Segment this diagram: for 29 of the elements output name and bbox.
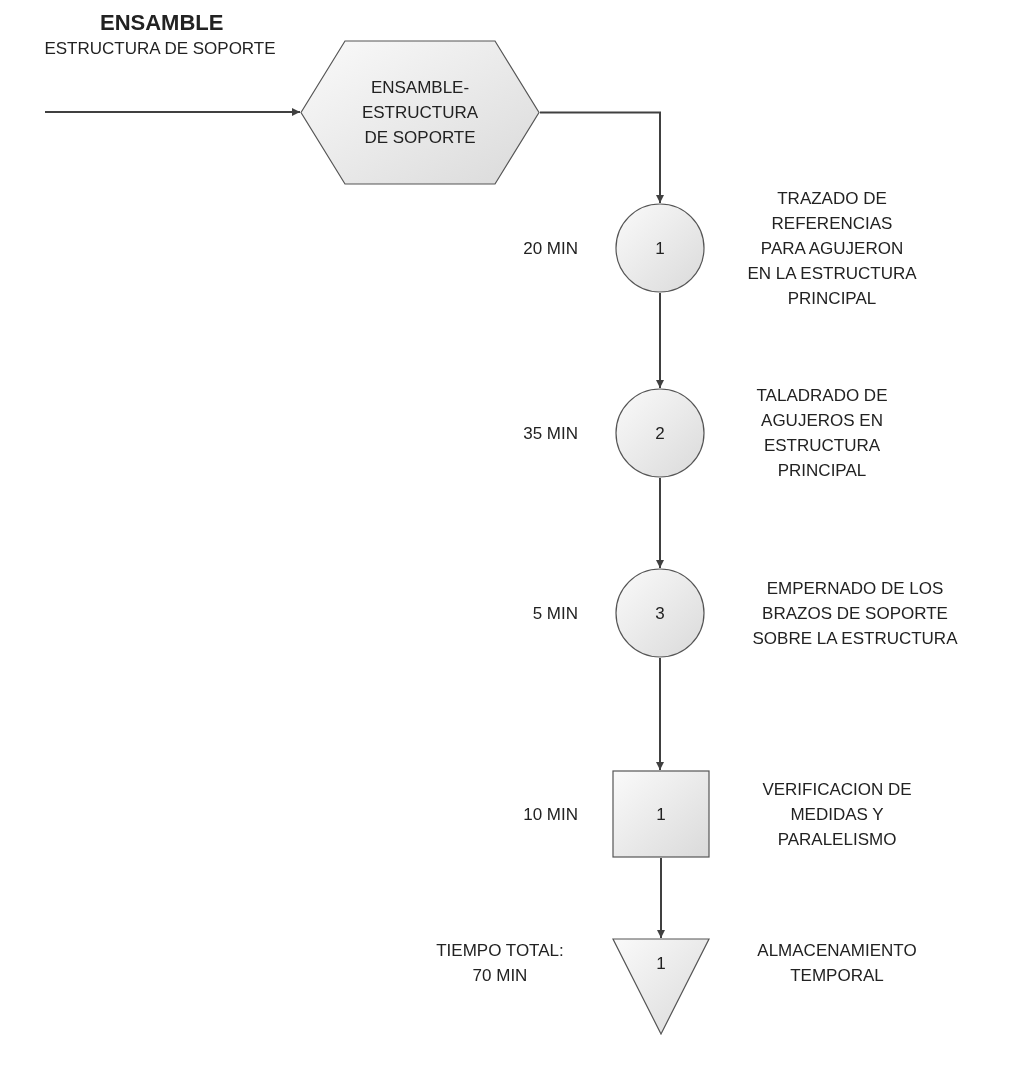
duration-label: 35 MIN	[522, 422, 578, 445]
duration-label: TIEMPO TOTAL: 70 MIN	[435, 940, 565, 987]
step-number: 2	[655, 422, 665, 445]
step-number: 1	[656, 803, 666, 826]
step-description: TALADRADO DE AGUJEROS EN ESTRUCTURA PRINCIPAL	[755, 385, 889, 482]
flow-arrow	[656, 292, 664, 389]
assembly-label: ENSAMBLE- ESTRUCTURA DE SOPORTE	[360, 77, 480, 149]
flow-arrow	[539, 111, 664, 204]
step-description: EMPERNADO DE LOS BRAZOS DE SOPORTE SOBRE LA ESTRUCTURA	[751, 577, 959, 650]
flow-arrow	[656, 657, 664, 771]
step-number: 1	[656, 952, 666, 975]
operation-circle	[615, 568, 705, 658]
step-description: VERIFICACION DE MEDIDAS Y PARALELISMO	[761, 778, 913, 851]
duration-label: 5 MIN	[531, 602, 578, 625]
inspection-square	[612, 770, 710, 858]
flow-arrow	[656, 477, 664, 569]
operation-circle	[615, 203, 705, 293]
storage-triangle	[612, 938, 710, 1035]
assembly-hexagon	[300, 40, 540, 185]
duration-label: 20 MIN	[522, 237, 578, 260]
step-number: 1	[655, 237, 665, 260]
operation-circle	[615, 388, 705, 478]
step-description: ALMACENAMIENTO TEMPORAL	[756, 940, 918, 987]
flow-arrow	[657, 857, 665, 939]
duration-label: 10 MIN	[522, 803, 578, 826]
flow-arrow	[44, 108, 301, 116]
step-number: 3	[655, 602, 665, 625]
subtitle: ESTRUCTURA DE SOPORTE	[43, 38, 277, 60]
step-description: TRAZADO DE REFERENCIAS PARA AGUJERON EN LA ESTRUCTURA PRINCIPAL	[747, 187, 917, 310]
